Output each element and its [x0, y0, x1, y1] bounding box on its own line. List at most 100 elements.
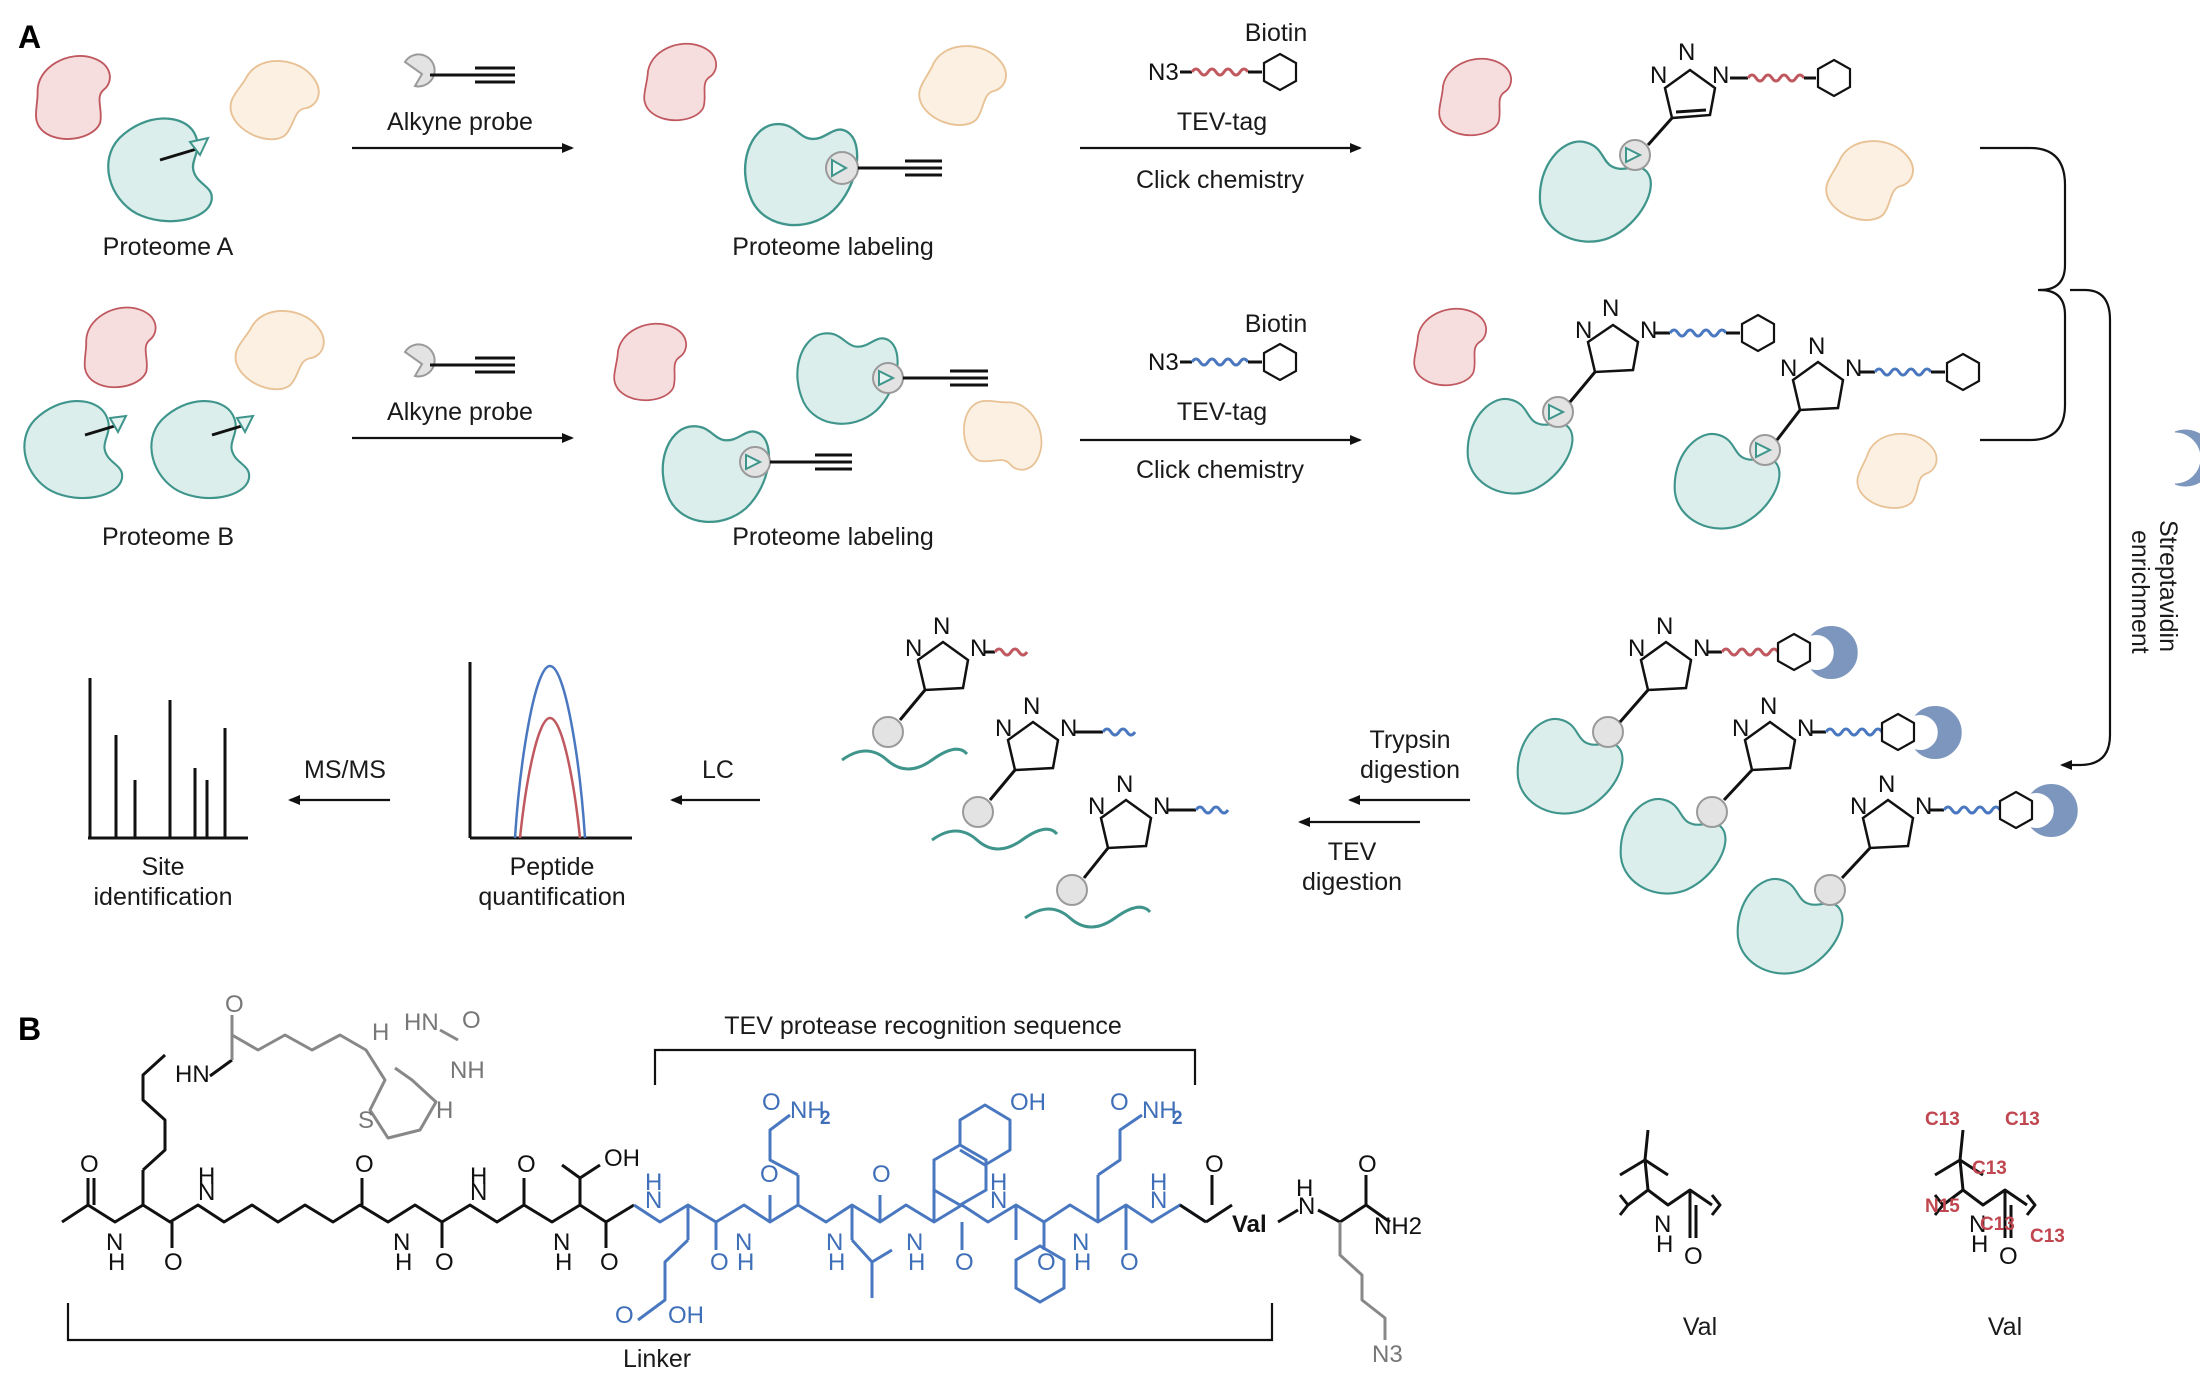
svg-text:N: N [1298, 1193, 1315, 1220]
svg-text:H: H [908, 1249, 925, 1276]
isotope-label: C13 [1980, 1214, 2015, 1235]
svg-text:O: O [760, 1161, 779, 1188]
svg-text:H: H [470, 1163, 487, 1190]
svg-text:H: H [990, 1169, 1007, 1196]
svg-text:N: N [1072, 1229, 1089, 1256]
svg-text:N: N [198, 1179, 215, 1206]
svg-text:N: N [1023, 693, 1040, 720]
svg-text:H: H [436, 1097, 453, 1124]
svg-text:N: N [735, 1229, 752, 1256]
svg-text:O: O [1037, 1249, 1056, 1276]
svg-text:N: N [106, 1229, 123, 1256]
svg-text:2: 2 [1172, 1108, 1183, 1129]
val-light-structure: O NH [1618, 1129, 1722, 1270]
enriched-complexes: NNN NNN NNN [1498, 613, 2078, 995]
svg-text:N: N [1628, 635, 1645, 662]
peptide-quant-label-2: quantification [478, 883, 625, 911]
svg-text:N: N [1088, 793, 1105, 820]
svg-text:N: N [1116, 771, 1133, 798]
svg-text:S: S [358, 1107, 374, 1134]
svg-text:O: O [1205, 1151, 1224, 1178]
peptide-quant-label-1: Peptide [510, 853, 595, 881]
tev-tag-reagent-light: N3 [1148, 52, 1298, 92]
svg-text:N: N [1150, 1187, 1167, 1214]
alkyne-probe-label-1: Alkyne probe [387, 108, 533, 136]
proteome-a-label: Proteome A [103, 233, 234, 261]
svg-text:O: O [1999, 1243, 2018, 1270]
merge-bracket-top [1980, 146, 2067, 292]
tev-tag-reagent-heavy: N3 [1148, 342, 1298, 382]
svg-text:O: O [355, 1151, 374, 1178]
svg-text:N: N [906, 1229, 923, 1256]
svg-text:O: O [615, 1302, 634, 1329]
svg-text:O: O [1684, 1243, 1703, 1270]
val-residue-label: Val [1232, 1211, 1267, 1238]
streptavidin-icon [2174, 429, 2200, 487]
svg-text:H: H [828, 1249, 845, 1276]
isotope-label: C13 [1925, 1109, 1960, 1130]
recognition-sequence-label: TEV protease recognition sequence [724, 1012, 1121, 1040]
val-heavy-label: Val [1988, 1313, 2022, 1341]
svg-text:NH: NH [450, 1057, 485, 1084]
trypsin-label-2: digestion [1360, 756, 1460, 784]
quantification-plot [468, 662, 632, 840]
enrichment-label-1: Streptavidin [2154, 520, 2182, 652]
isotope-label: C13 [2005, 1109, 2040, 1130]
proteome-b-group [16, 296, 330, 509]
svg-text:H: H [1656, 1231, 1673, 1258]
tev-tag-label-2: TEV-tag [1177, 398, 1267, 426]
svg-text:H: H [198, 1163, 215, 1190]
labeled-proteome-2 [601, 315, 1052, 533]
svg-text:O: O [955, 1249, 974, 1276]
svg-text:2: 2 [820, 1108, 831, 1129]
val-heavy-structure: O NH C13 C13 C13 N15 C13 C13 [1925, 1109, 2065, 1270]
panel-b-letter: B [18, 1011, 41, 1047]
svg-text:O: O [164, 1249, 183, 1276]
proteome-b-label: Proteome B [102, 523, 234, 551]
target-protein-shape [99, 110, 217, 233]
trypsin-label-1: Trypsin [1369, 726, 1450, 754]
svg-text:H: H [737, 1249, 754, 1276]
svg-text:O: O [1110, 1089, 1129, 1116]
tev-tag-label-1: TEV-tag [1177, 108, 1267, 136]
svg-text:O: O [1358, 1151, 1377, 1178]
svg-text:N: N [905, 635, 922, 662]
labeled-proteome-1 [631, 35, 1010, 236]
isotope-label: C13 [2030, 1226, 2065, 1247]
svg-text:HN: HN [404, 1009, 439, 1036]
light-peak [518, 716, 582, 839]
svg-text:N: N [1654, 1211, 1671, 1238]
svg-text:OH: OH [604, 1145, 640, 1172]
clicked-product-1: N N N [1426, 39, 1917, 265]
proteome-labeling-label-2: Proteome labeling [732, 523, 934, 551]
svg-text:N: N [1602, 295, 1619, 322]
svg-text:O: O [762, 1089, 781, 1116]
svg-text:H: H [108, 1249, 125, 1276]
svg-text:N: N [1878, 771, 1895, 798]
svg-text:N: N [826, 1229, 843, 1256]
svg-text:OH: OH [1010, 1089, 1046, 1116]
svg-text:N: N [553, 1229, 570, 1256]
svg-text:N: N [1732, 715, 1749, 742]
val-light-label: Val [1683, 1313, 1717, 1341]
click-chemistry-label-2: Click chemistry [1136, 456, 1305, 484]
svg-text:N: N [1650, 62, 1667, 89]
click-chemistry-label-1: Click chemistry [1136, 166, 1305, 194]
val-lys-terminus: O Val HN O NH2 N3 [1179, 1151, 1422, 1368]
svg-text:H: H [645, 1169, 662, 1196]
svg-text:N: N [1575, 317, 1592, 344]
heavy-peak [513, 664, 587, 839]
biotin-label-2: Biotin [1245, 310, 1308, 338]
isotope-label: N15 [1925, 1196, 1960, 1217]
svg-text:H: H [395, 1249, 412, 1276]
svg-text:N: N [1712, 62, 1729, 89]
site-id-label-2: identification [94, 883, 233, 911]
svg-text:O: O [517, 1151, 536, 1178]
svg-text:NH: NH [1142, 1097, 1177, 1124]
proteome-a-group [18, 44, 325, 233]
svg-text:HN: HN [175, 1061, 210, 1088]
svg-text:N: N [1780, 355, 1797, 382]
svg-text:O: O [710, 1249, 729, 1276]
biotin-label-1: Biotin [1245, 19, 1308, 47]
